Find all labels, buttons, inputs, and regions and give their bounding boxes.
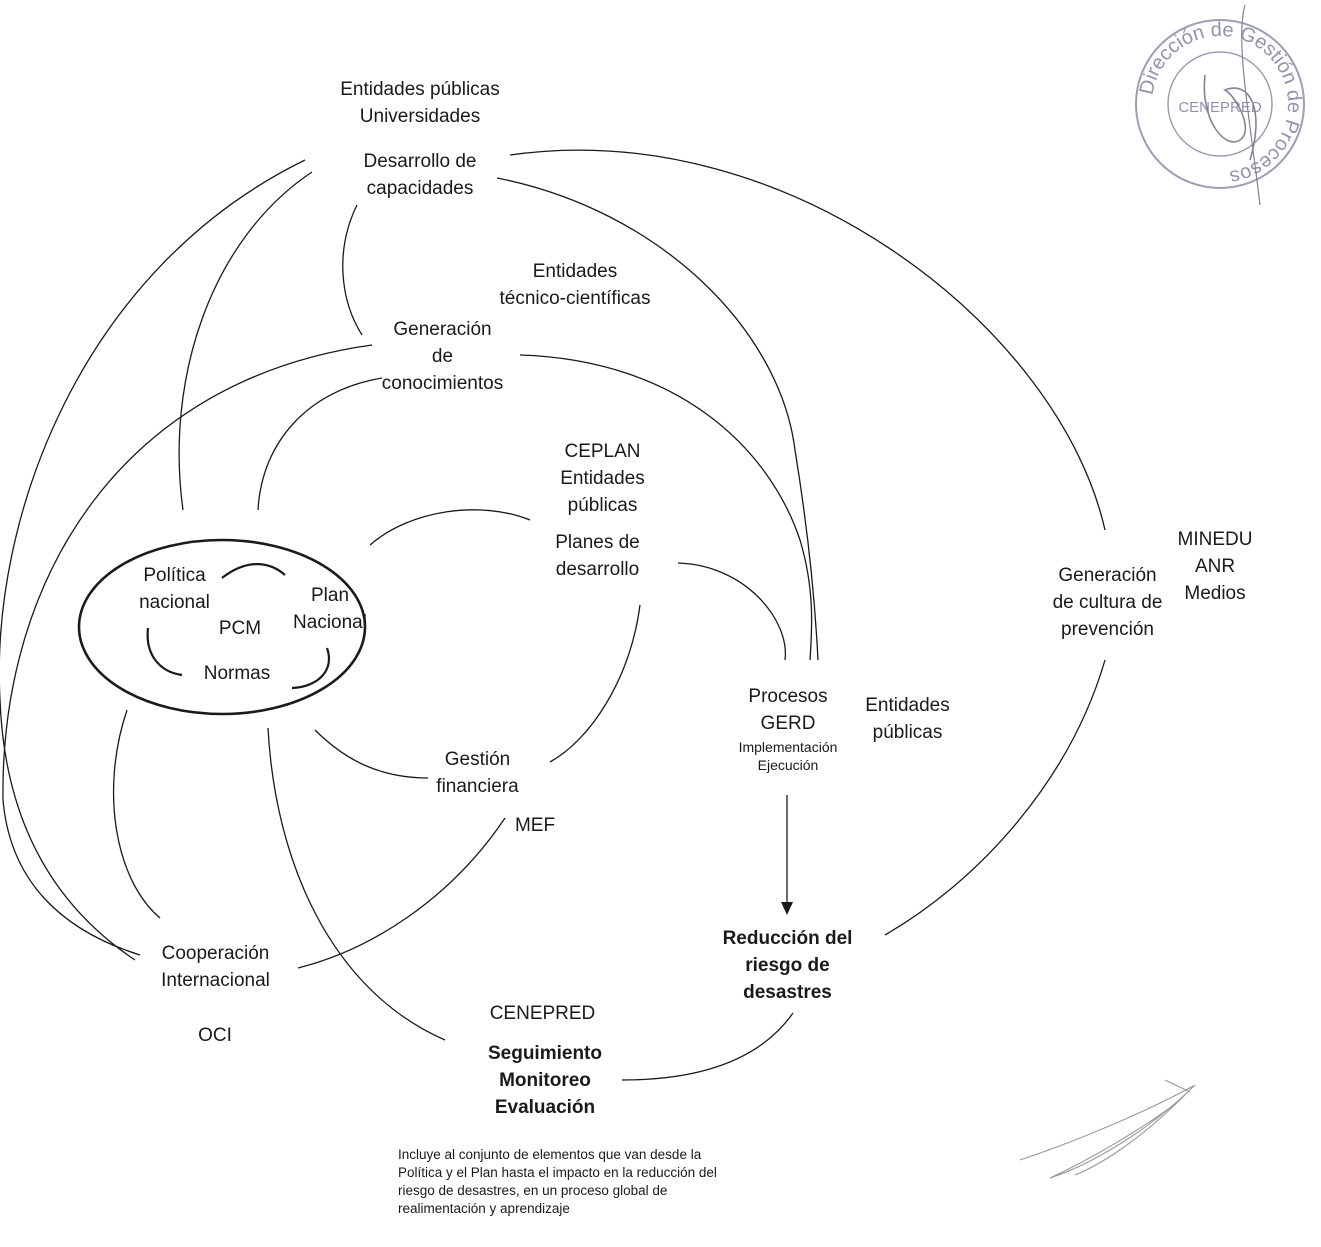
node-generacion-conocimientos: Generación de conocimientos bbox=[370, 316, 515, 397]
mef-actor: MEF bbox=[495, 812, 575, 839]
node-reduccion-riesgo: Reducción del riesgo de desastres bbox=[700, 925, 875, 1006]
label-line: Normas bbox=[203, 663, 271, 684]
svg-text:CENEPRED: CENEPRED bbox=[1178, 99, 1262, 116]
oci-actor: OCI bbox=[175, 1022, 255, 1049]
ceplan-actors: CEPLAN Entidades públicas bbox=[540, 438, 665, 519]
label-line: OCI bbox=[198, 1025, 232, 1046]
connector-pcm-cooperacion bbox=[112, 709, 161, 919]
label-line: conocimientos bbox=[381, 373, 504, 394]
label-line: PCM bbox=[218, 618, 262, 639]
node-cultura-prevencion: Generación de cultura de prevención bbox=[1040, 562, 1175, 643]
label-line: Internacional bbox=[161, 970, 270, 991]
node-procesos-gerd: Procesos GERD bbox=[728, 683, 848, 737]
label-line: de bbox=[431, 346, 454, 367]
label-line: desarrollo bbox=[555, 559, 640, 580]
label-line: financiera bbox=[436, 776, 519, 797]
label-line: MEF bbox=[514, 815, 556, 836]
connector-desarrollo-far-right bbox=[509, 149, 1106, 531]
policy-ellipse bbox=[77, 538, 367, 716]
node-planes-desarrollo: Planes de desarrollo bbox=[535, 529, 660, 583]
procesos-subtitle: Implementación Ejecución bbox=[718, 738, 858, 774]
label-line: de cultura de bbox=[1052, 592, 1163, 613]
label-line: CENEPRED bbox=[489, 1003, 596, 1024]
connector-generacion-procesos bbox=[519, 354, 813, 661]
connector-desarrollo-outer-left bbox=[0, 159, 306, 961]
label-line: Procesos bbox=[748, 686, 828, 707]
label-line: desastres bbox=[743, 982, 832, 1003]
connector-desarrollo-right bbox=[496, 177, 819, 661]
node-gestion-financiera: Gestión financiera bbox=[420, 746, 535, 800]
label-line: Reducción del bbox=[722, 928, 853, 949]
footnote: Incluye al conjunto de elementos que van… bbox=[398, 1147, 717, 1216]
label-line: Universidades bbox=[359, 106, 481, 127]
label-line: GERD bbox=[760, 713, 816, 734]
cycle-arc-right bbox=[291, 647, 330, 690]
stamp-seal: Dirección de Gestión de Procesos CENEPRE… bbox=[1135, 4, 1305, 206]
label-line: Seguimiento bbox=[487, 1043, 602, 1064]
cycle-arc-bottom bbox=[146, 627, 183, 677]
node-plan-nacional: Plan Nacional bbox=[280, 582, 380, 636]
label-line: Monitoreo bbox=[499, 1070, 591, 1091]
label-line: Implementación bbox=[738, 739, 838, 755]
connector-pcm-seguimiento bbox=[267, 727, 446, 1041]
connector-planes-pcm bbox=[369, 509, 531, 546]
minedu-actors: MINEDU ANR Medios bbox=[1165, 526, 1265, 607]
entidades-publicas-actors: Entidades públicas bbox=[850, 692, 965, 746]
label-line: Medios bbox=[1184, 583, 1246, 604]
label-line: Generación bbox=[1058, 565, 1157, 586]
connector-planes-procesos bbox=[677, 562, 786, 661]
label-line: Plan bbox=[310, 585, 350, 606]
label-line: CEPLAN bbox=[564, 441, 641, 462]
label-line: Entidades públicas bbox=[340, 79, 500, 100]
label-line: Gestión bbox=[444, 749, 511, 770]
universidades-actors: Entidades públicas Universidades bbox=[330, 76, 510, 130]
connector-desarrollo-down bbox=[342, 204, 363, 336]
label-line: prevención bbox=[1061, 619, 1154, 640]
label-line: Política bbox=[143, 565, 206, 586]
label-line: riesgo de bbox=[745, 955, 830, 976]
label-line: capacidades bbox=[366, 178, 474, 199]
label-line: Generación bbox=[393, 319, 492, 340]
node-seguimiento: Seguimiento Monitoreo Evaluación bbox=[475, 1040, 615, 1121]
label-line: Desarrollo de bbox=[363, 151, 477, 172]
node-politica-nacional: Política nacional bbox=[122, 562, 227, 616]
connector-cultura-reduccion bbox=[884, 659, 1106, 936]
connector-planes-gestion bbox=[549, 604, 641, 763]
label-line: Nacional bbox=[293, 612, 367, 633]
tecnico-cientificas-actors: Entidades técnico-científicas bbox=[470, 258, 680, 312]
node-cooperacion-internacional: Cooperación Internacional bbox=[138, 940, 293, 994]
signature-scribble bbox=[1019, 1079, 1196, 1179]
cenepred-actor: CENEPRED bbox=[470, 1000, 615, 1027]
connector-gestion-cooperacion bbox=[297, 817, 506, 969]
label-line: Cooperación bbox=[161, 943, 270, 964]
connector-reduccion-seguimiento bbox=[621, 1012, 794, 1081]
connector-generacion-pcm bbox=[257, 377, 383, 511]
label-line: Planes de bbox=[555, 532, 640, 553]
connector-desarrollo-left bbox=[178, 171, 313, 511]
node-desarrollo-capacidades: Desarrollo de capacidades bbox=[345, 148, 495, 202]
label-line: ANR bbox=[1194, 556, 1236, 577]
cycle-arc-top bbox=[221, 563, 286, 579]
label-line: públicas bbox=[567, 495, 638, 516]
connector-generacion-outer-left bbox=[2, 344, 373, 956]
label-line: Evaluación bbox=[494, 1097, 596, 1118]
label-line: Entidades bbox=[560, 468, 645, 489]
label-line: técnico-científicas bbox=[499, 288, 651, 309]
connector-pcm-gestion bbox=[314, 729, 429, 779]
label-line: Entidades bbox=[865, 695, 950, 716]
label-line: MINEDU bbox=[1177, 529, 1253, 550]
arrowhead-reduccion bbox=[781, 902, 793, 915]
node-normas: Normas bbox=[187, 660, 287, 687]
label-line: Ejecución bbox=[757, 757, 819, 773]
label-line: nacional bbox=[139, 592, 210, 613]
label-line: públicas bbox=[872, 722, 943, 743]
node-pcm: PCM bbox=[200, 615, 280, 642]
label-line: Entidades bbox=[532, 261, 618, 282]
